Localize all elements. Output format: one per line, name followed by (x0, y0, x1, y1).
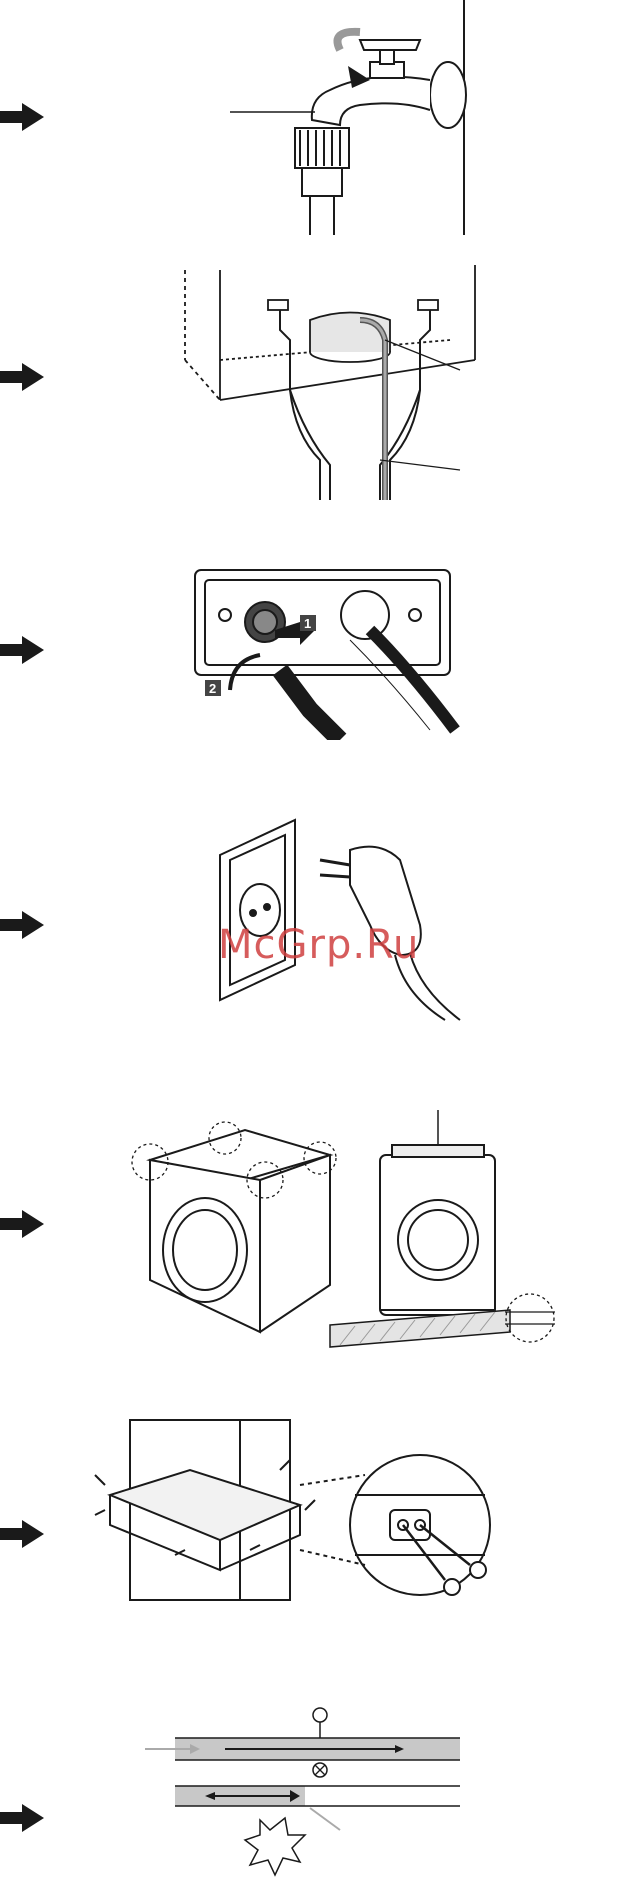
arrow-right-icon (0, 1210, 44, 1238)
transit-bolts-illustration (90, 1415, 610, 1635)
arrow-right-icon (0, 103, 44, 131)
callout-2: 2 (209, 681, 216, 696)
step-5 (0, 1100, 622, 1350)
arrow-right-icon (0, 911, 44, 939)
taps-drain-illustration (180, 260, 480, 500)
plug-socket-illustration (215, 815, 485, 1025)
arrow-right-icon (0, 636, 44, 664)
watermark-text: McGrp.Ru (218, 922, 419, 968)
tap-hose-illustration (220, 0, 480, 235)
step-7 (0, 1700, 622, 1886)
arrow-right-icon (0, 363, 44, 391)
step-6 (0, 1415, 622, 1635)
flow-direction-illustration (140, 1700, 480, 1886)
step-2 (0, 260, 622, 500)
step-3: 1 2 (0, 560, 622, 760)
arrow-right-icon (0, 1804, 44, 1832)
step-1 (0, 0, 622, 240)
washer-level-illustration (130, 1100, 570, 1350)
step-4 (0, 815, 622, 1025)
inlet-fitting-illustration: 1 2 (190, 560, 490, 740)
callout-1: 1 (304, 616, 311, 631)
arrow-right-icon (0, 1520, 44, 1548)
